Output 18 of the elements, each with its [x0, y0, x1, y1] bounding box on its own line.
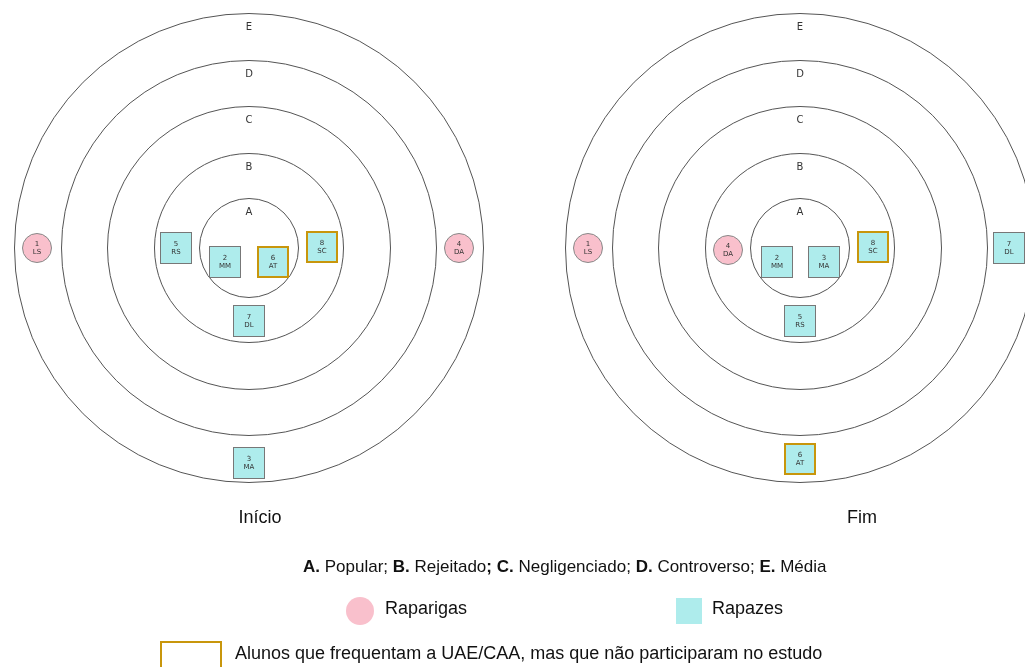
ring-letter: B: [795, 161, 805, 173]
target-caption: Fim: [847, 507, 877, 528]
key-text: A. Popular; B. Rejeitado; C. Negligenciado; D. Controverso; E. Média: [303, 557, 827, 577]
legend-label: Alunos que frequentam a UAE/CAA, mas que não participaram no estudo: [235, 643, 823, 664]
target-ring: [14, 13, 484, 483]
ring-letter: E: [795, 21, 805, 33]
ring-letter: A: [795, 206, 805, 218]
legend-label: Raparigas: [385, 598, 468, 619]
ring-letter: E: [244, 21, 254, 33]
ring-letter: A: [244, 206, 254, 218]
ring-letter: C: [244, 114, 254, 126]
target-ring: [565, 13, 1025, 483]
legend-label: Rapazes: [712, 598, 784, 619]
target-caption: Início: [238, 507, 282, 528]
ring-letter: B: [244, 161, 254, 173]
ring-letter: D: [795, 68, 805, 80]
ring-letter: D: [244, 68, 254, 80]
ring-letter: C: [795, 114, 805, 126]
